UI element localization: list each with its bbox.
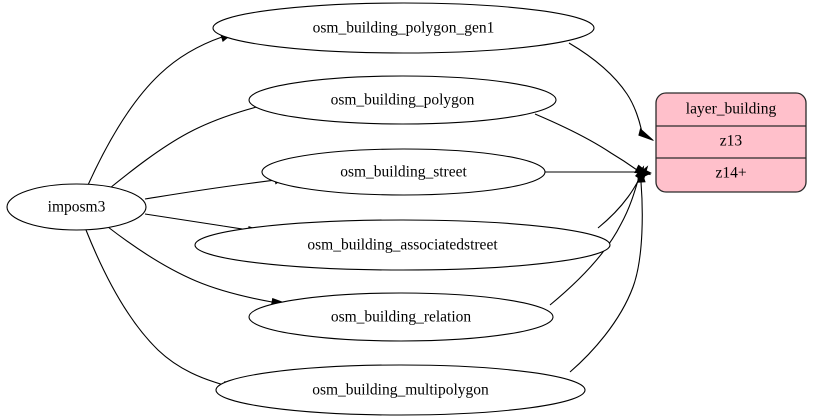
node-osm-building-polygon-shape[interactable] [248, 75, 557, 125]
node-osm-building-associatedstreet-label: osm_building_associatedstreet [307, 237, 498, 254]
edge-osm-building-multipolygon-to-layer-building-z14 [569, 166, 646, 373]
layer-building-row-z13[interactable]: z13 [720, 133, 743, 150]
node-osm-building-street-shape[interactable] [261, 148, 546, 196]
node-osm-building-polygon-gen1-label: osm_building_polygon_gen1 [313, 20, 495, 37]
node-osm-building-associatedstreet-shape[interactable] [194, 219, 611, 271]
node-osm-building-associatedstreet[interactable]: osm_building_associatedstreet [194, 219, 611, 271]
node-osm-building-multipolygon-shape[interactable] [215, 364, 586, 416]
node-imposm3-shape[interactable] [6, 183, 147, 231]
node-osm-building-polygon-gen1[interactable]: osm_building_polygon_gen1 [212, 2, 595, 54]
edge-imposm3-to-osm-building-street [144, 176, 288, 200]
node-osm-building-street-label: osm_building_street [340, 164, 467, 181]
node-osm-building-polygon-gen1-shape[interactable] [212, 2, 595, 54]
edge-osm-building-polygon-gen1-to-layer-building-z13 [568, 42, 654, 141]
node-imposm3[interactable]: imposm3 [6, 183, 147, 231]
node-osm-building-relation-shape[interactable] [248, 292, 554, 342]
node-imposm3-label: imposm3 [48, 199, 106, 216]
node-osm-building-multipolygon[interactable]: osm_building_multipolygon [215, 364, 586, 416]
node-layer-building[interactable]: layer_building z13 z14+ [655, 92, 807, 193]
node-osm-building-street[interactable]: osm_building_street [261, 148, 546, 196]
edge-group-tables-to-layer [534, 42, 654, 373]
node-osm-building-polygon[interactable]: osm_building_polygon [248, 75, 557, 125]
node-osm-building-relation-label: osm_building_relation [331, 309, 472, 326]
edge-osm-building-polygon-to-layer-building-z14 [534, 113, 652, 176]
edge-imposm3-to-osm-building-polygon [109, 98, 280, 189]
node-osm-building-polygon-label: osm_building_polygon [331, 92, 475, 109]
node-osm-building-multipolygon-label: osm_building_multipolygon [312, 382, 489, 399]
node-osm-building-relation[interactable]: osm_building_relation [248, 292, 554, 342]
edge-imposm3-to-osm-building-polygon-gen1 [87, 33, 234, 186]
layer-building-title: layer_building [686, 101, 777, 118]
layer-building-row-z14plus[interactable]: z14+ [715, 165, 746, 182]
layer-building-box[interactable] [655, 92, 807, 193]
